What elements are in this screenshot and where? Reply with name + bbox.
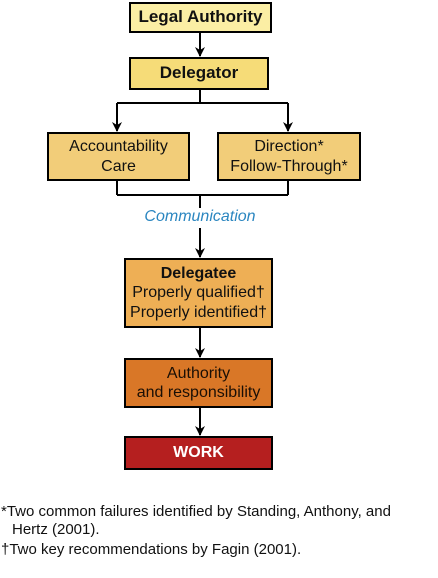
- direction-box: Direction* Follow-Through*: [217, 132, 361, 181]
- delegator-label: Delegator: [159, 63, 239, 83]
- properly-qualified-label: Properly qualified†: [132, 284, 265, 302]
- delegatee-title: Delegatee: [160, 265, 237, 283]
- footnote-asterisk-line2: Hertz (2001).: [12, 521, 100, 538]
- work-box: WORK: [124, 436, 273, 470]
- footnote-dagger: †Two key recommendations by Fagin (2001)…: [1, 541, 302, 558]
- communication-label: Communication: [100, 208, 300, 226]
- delegatee-box: Delegatee Properly qualified† Properly i…: [124, 258, 273, 328]
- accountability-box: Accountability Care: [47, 132, 190, 181]
- legal-authority-box: Legal Authority: [129, 2, 272, 33]
- care-label: Care: [101, 157, 136, 175]
- responsibility-label: and responsibility: [136, 384, 261, 401]
- direction-label: Direction*: [254, 138, 324, 156]
- footnote-asterisk: *Two common failures identified by Stand…: [1, 503, 437, 539]
- follow-through-label: Follow-Through*: [230, 157, 348, 175]
- footnote-asterisk-line1: *Two common failures identified by Stand…: [1, 503, 391, 520]
- accountability-label: Accountability: [69, 138, 168, 156]
- work-label: WORK: [173, 444, 224, 462]
- delegator-box: Delegator: [129, 57, 269, 90]
- authority-label: Authority: [166, 364, 231, 382]
- authority-box: Authority and responsibility: [124, 358, 273, 408]
- properly-identified-label: Properly identified†: [130, 303, 267, 321]
- legal-authority-label: Legal Authority: [138, 7, 263, 27]
